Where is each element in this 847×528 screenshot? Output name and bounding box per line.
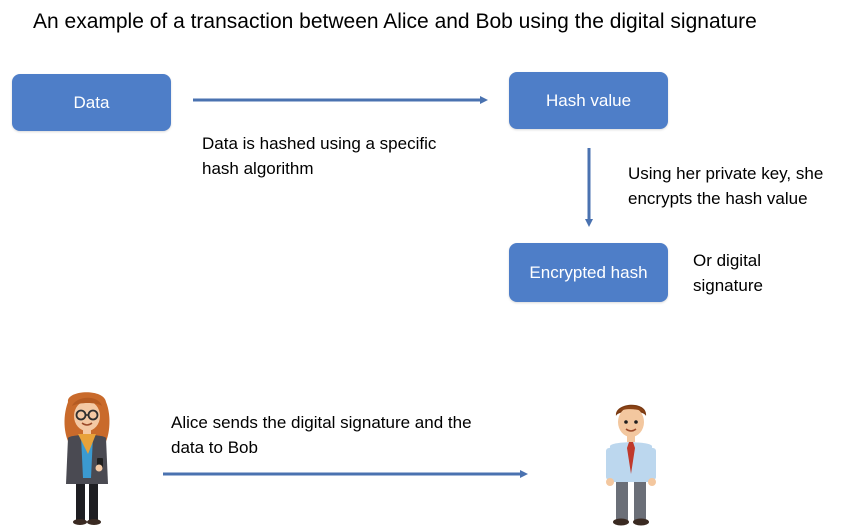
send-note: Alice sends the digital signature and th… [171,410,472,460]
signature-note-line-2: signature [693,276,763,295]
alice-to-bob-arrowhead [520,470,528,478]
diagram-title: An example of a transaction between Alic… [33,10,757,33]
send-note-line-1: Alice sends the digital signature and th… [171,413,472,432]
alice-figure [64,392,110,525]
encrypt-note-line-1: Using her private key, she [628,164,824,183]
hashing-note-line-2: hash algorithm [202,159,314,178]
encrypted-hash-node-label: Encrypted hash [529,262,648,282]
encrypt-note-line-2: encrypts the hash value [628,189,808,208]
encrypted-hash-node: Encrypted hash [509,243,668,302]
signature-note: Or digital signature [693,248,763,298]
encrypt-note: Using her private key, she encrypts the … [628,161,823,211]
send-note-line-2: data to Bob [171,438,258,457]
bob-figure [606,404,656,526]
hash-value-node: Hash value [509,72,668,129]
hash-to-encrypted-arrowhead [585,219,593,227]
data-to-hash-arrowhead [480,96,488,104]
signature-note-line-1: Or digital [693,251,762,270]
hash-value-node-label: Hash value [545,90,632,110]
data-node-label: Data [73,92,110,112]
data-node: Data [12,74,171,131]
hashing-note: Data is hashed using a specific hash alg… [202,131,436,181]
hashing-note-line-1: Data is hashed using a specific [202,134,437,153]
